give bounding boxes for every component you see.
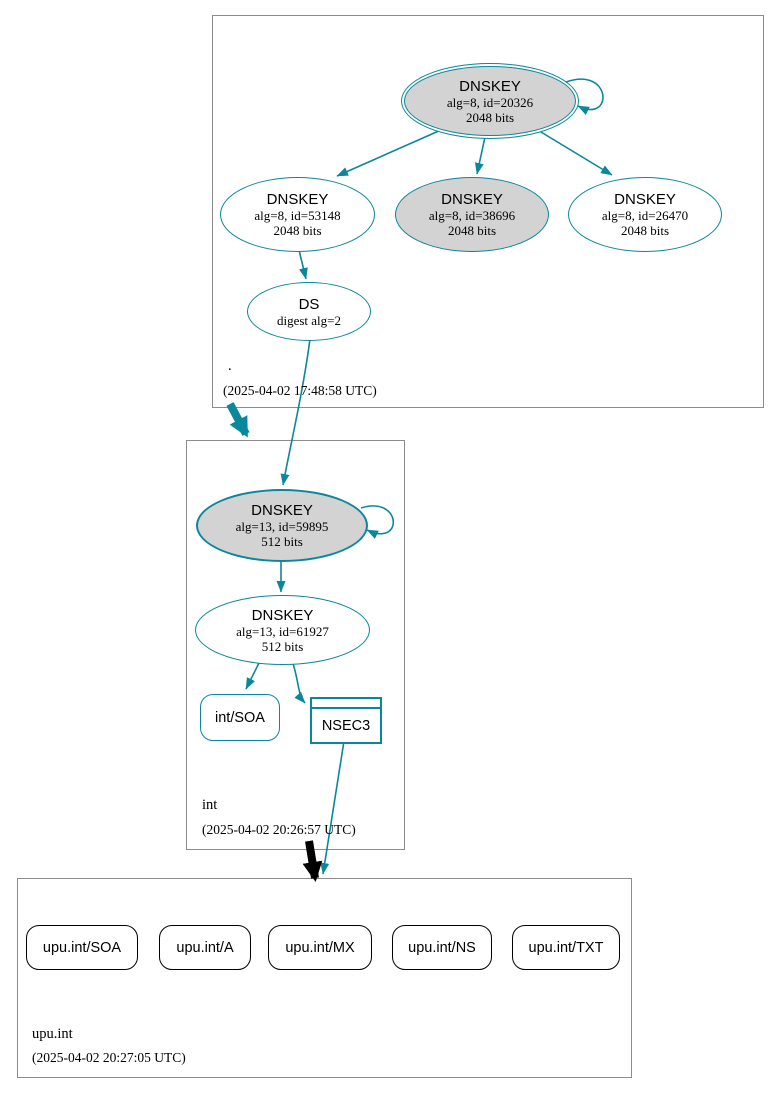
rrset-upu-int-a-label: upu.int/A [176,939,234,956]
rrset-upu-int-ns-label: upu.int/NS [408,939,476,956]
rrset-int-soa-label: int/SOA [215,709,265,726]
dnskey-61927-alg: alg=13, id=61927 [236,623,329,639]
dnskey-26470-title: DNSKEY [614,191,676,208]
dnskey-node-26470[interactable]: DNSKEY alg=8, id=26470 2048 bits [568,177,722,252]
rrset-upu-int-txt-label: upu.int/TXT [528,939,604,956]
ds-node[interactable]: DS digest alg=2 [247,282,371,341]
dnskey-59895-title: DNSKEY [251,502,313,519]
zone-timestamp-root: (2025-04-02 17:48:58 UTC) [223,383,377,398]
zone-timestamp-upu-int: (2025-04-02 20:27:05 UTC) [32,1050,186,1065]
edge-int-ksk-selfsign [360,505,395,539]
dnskey-59895-bits: 512 bits [261,534,303,549]
dnskey-53148-alg: alg=8, id=53148 [254,208,341,223]
ds-title: DS [298,295,320,313]
rrset-upu-int-ns[interactable]: upu.int/NS [392,925,492,970]
rrset-upu-int-a[interactable]: upu.int/A [159,925,251,970]
dnskey-26470-alg: alg=8, id=26470 [601,208,689,223]
edge-ds-int-ksk [280,338,311,486]
zone-box-upu-int [17,878,632,1078]
dnskey-38696-title: DNSKEY [441,191,503,208]
zone-box-root [212,15,764,408]
edge-ksk20326-zsk38696 [474,136,486,175]
dnskey-node-53148[interactable]: DNSKEY alg=8, id=53148 2048 bits [220,177,375,252]
dnskey-53148-bits: 2048 bits [273,223,322,238]
dnskey-node-20326[interactable]: DNSKEY alg=8, id=20326 2048 bits [401,63,579,139]
rrset-upu-int-mx-label: upu.int/MX [285,939,355,956]
zone-timestamp-int: (2025-04-02 20:26:57 UTC) [202,822,356,837]
rrset-upu-int-soa-label: upu.int/SOA [42,939,122,956]
edge-zsk61927-soa [245,658,262,690]
zone-box-int [186,440,405,850]
edge-ksk20326-zsk53148 [336,129,442,177]
edge-int-upu-delegation [302,840,323,882]
dnskey-node-61927[interactable]: DNSKEY alg=13, id=61927 512 bits [195,595,370,665]
nsec3-node[interactable]: NSEC3 [310,697,382,744]
rrset-upu-int-soa[interactable]: upu.int/SOA [26,925,138,970]
zone-label-int: int [202,797,218,813]
nsec3-label: NSEC3 [321,717,371,734]
dnskey-61927-title: DNSKEY [251,606,314,624]
edge-root-ksk-selfsign [565,78,604,115]
zone-label-root: . [228,358,232,374]
dnskey-20326-title: DNSKEY [459,77,521,95]
dnskey-38696-alg: alg=8, id=38696 [428,208,516,223]
dnskey-20326-alg: alg=8, id=20326 [446,94,534,110]
zone-label-upu-int: upu.int [32,1026,73,1042]
dnskey-61927-bits: 512 bits [261,638,304,654]
dnskey-20326-bits: 2048 bits [465,109,515,125]
dnskey-node-59895[interactable]: DNSKEY alg=13, id=59895 512 bits [196,489,368,562]
ds-digest: digest alg=2 [276,312,342,328]
dnskey-38696-bits: 2048 bits [447,223,497,238]
edge-zsk61927-nsec3 [291,660,306,704]
edge-zsk53148-ds [298,249,308,280]
dnskey-53148-title: DNSKEY [266,191,329,208]
rrset-upu-int-mx[interactable]: upu.int/MX [268,925,372,970]
rrset-upu-int-txt[interactable]: upu.int/TXT [512,925,620,970]
dnskey-26470-bits: 2048 bits [620,223,670,238]
edge-ksk20326-zsk26470 [535,128,613,176]
rrset-int-soa[interactable]: int/SOA [200,694,280,741]
edge-root-int-delegation [226,402,250,438]
dnskey-59895-alg: alg=13, id=59895 [235,519,329,534]
nsec3-top-bar [312,699,380,709]
dnskey-node-38696[interactable]: DNSKEY alg=8, id=38696 2048 bits [395,177,549,252]
edge-nsec3-upu-proof [320,740,345,875]
